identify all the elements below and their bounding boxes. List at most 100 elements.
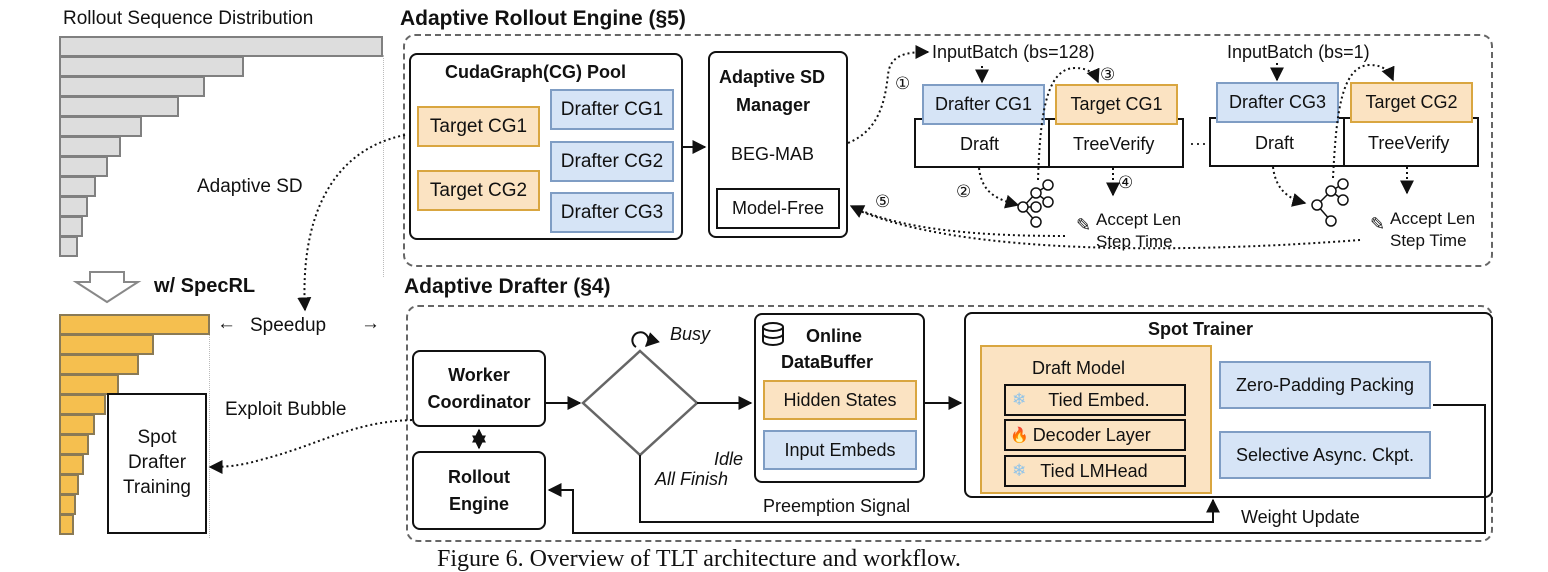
tied-embed-label: Tied Embed. [1048, 389, 1150, 410]
busy-label: Busy [670, 324, 711, 344]
draft-model-title: Draft Model [1032, 358, 1126, 378]
worker-coordinator: Worker Coordinator [412, 350, 546, 427]
pipeline-a-target: Target CG1 [1055, 84, 1178, 125]
baseline-bar [59, 216, 83, 237]
rollout-engine-line2: Engine [448, 493, 509, 514]
selective-async-ckpt: Selective Async. Ckpt. [1219, 431, 1431, 479]
step-5-marker: ⑤ [875, 192, 891, 211]
idle-label: Idle [714, 449, 744, 469]
spot-drafter-training-box: Spot Drafter Training [107, 393, 207, 534]
input-batch-b: InputBatch (bs=1) [1227, 42, 1370, 62]
draft-layer-tied-embed: ❄ Tied Embed. [1004, 384, 1186, 416]
worker-coordinator-line2: Coordinator [427, 391, 531, 412]
snowflake-icon: ❄ [1012, 390, 1027, 409]
decoder-layer-label: Decoder Layer [1032, 424, 1151, 445]
baseline-bar [59, 176, 96, 197]
speedup-right-arrow-icon: → [361, 313, 380, 334]
baseline-bar [59, 136, 121, 157]
ellipsis: ··· [1189, 133, 1207, 153]
specrl-bar [59, 474, 79, 495]
step-time-a: Step Time [1096, 232, 1173, 251]
sd-manager-title-line1: Adaptive SD [719, 67, 826, 87]
verify-stage-a: TreeVerify [1073, 134, 1155, 154]
step-4-marker: ④ [1118, 173, 1134, 192]
adaptive-drafter-title: Adaptive Drafter (§4) [404, 275, 611, 298]
speedup-left-arrow-icon: ← [217, 313, 236, 334]
draft-stage-b-box [1209, 117, 1345, 167]
figure-caption: Figure 6. Overview of TLT architecture a… [437, 546, 961, 572]
specrl-bar [59, 374, 119, 395]
target-cg1: Target CG1 [417, 106, 540, 147]
specrl-bar [59, 314, 210, 335]
cg-pool-title: CudaGraph(CG) Pool [445, 62, 626, 82]
drafter-cg1: Drafter CG1 [550, 89, 674, 130]
baseline-guide-line [383, 55, 384, 277]
speedup-label: Speedup [250, 315, 327, 336]
baseline-bar [59, 36, 383, 57]
rollout-engine-line1: Rollout [448, 467, 510, 488]
step-1-marker: ① [895, 74, 911, 93]
spot-trainer-title: Spot Trainer [1148, 319, 1254, 339]
zero-padding-packing: Zero-Padding Packing [1219, 361, 1431, 409]
databuffer-title-line1: Online [806, 326, 863, 346]
baseline-bar [59, 236, 78, 257]
drafter-cg3: Drafter CG3 [550, 192, 674, 233]
sd-manager-title-line2: Manager [736, 95, 811, 115]
step-3-marker: ③ [1100, 65, 1116, 84]
input-batch-a: InputBatch (bs=128) [932, 42, 1095, 62]
specrl-bar [59, 414, 95, 435]
specrl-bar [59, 334, 154, 355]
exploit-bubble-label: Exploit Bubble [225, 399, 347, 420]
spot-training-line3: Training [123, 476, 191, 498]
baseline-bar [59, 156, 108, 177]
step-time-b: Step Time [1390, 231, 1467, 250]
baseline-bar [59, 96, 179, 117]
baseline-bar [59, 56, 244, 77]
with-specrl-label: w/ SpecRL [154, 275, 256, 297]
database-icon [762, 322, 784, 346]
adaptive-sd-label: Adaptive SD [197, 176, 303, 197]
verify-stage-b: TreeVerify [1368, 133, 1450, 153]
rollout-engine-title: Adaptive Rollout Engine (§5) [400, 7, 686, 30]
draft-stage-a: Draft [960, 134, 1000, 154]
tied-lmhead-label: Tied LMHead [1040, 460, 1148, 481]
specrl-bar [59, 354, 139, 375]
rollout-engine-box: Rollout Engine [412, 451, 546, 530]
worker-coordinator-line1: Worker [448, 365, 510, 386]
baseline-bar [59, 196, 88, 217]
exploit-bubble-path [208, 419, 413, 474]
specrl-bar [59, 494, 76, 515]
accept-len-a: Accept Len [1096, 210, 1182, 229]
specrl-bar [59, 514, 74, 535]
preemption-signal-label: Preemption Signal [763, 496, 911, 516]
pipeline-b-target: Target CG2 [1350, 82, 1473, 123]
spot-training-line2: Drafter [127, 452, 187, 474]
draft-layer-tied-lmhead: ❄ Tied LMHead [1004, 455, 1186, 487]
beg-mab-label: BEG-MAB [731, 144, 815, 164]
rollout-distribution-title: Rollout Sequence Distribution [63, 8, 314, 29]
model-free-box: Model-Free [716, 188, 840, 229]
worker-state-line2: State [617, 405, 662, 425]
step-2-marker: ② [956, 182, 972, 201]
weight-update-label: Weight Update [1241, 507, 1360, 527]
adaptive-sd-path [297, 134, 406, 312]
snowflake-icon: ❄ [1012, 461, 1027, 480]
specrl-bar [59, 454, 84, 475]
worker-state-line1: Worker [609, 379, 671, 400]
accept-len-b: Accept Len [1390, 209, 1476, 228]
baseline-bar [59, 116, 142, 137]
worker-state-label: Worker State [600, 375, 680, 431]
pencil-icon: ✎ [1076, 215, 1092, 235]
down-arrow-icon [72, 271, 142, 304]
input-embeds: Input Embeds [763, 430, 917, 470]
pipeline-b-drafter: Drafter CG3 [1216, 82, 1339, 123]
databuffer-title-line2: DataBuffer [781, 352, 874, 372]
pipeline-a-drafter: Drafter CG1 [922, 84, 1045, 125]
all-finish-label: All Finish [655, 469, 729, 489]
spot-training-line1: Spot [137, 427, 177, 449]
hidden-states: Hidden States [763, 380, 917, 420]
draft-stage-b: Draft [1255, 133, 1295, 153]
specrl-bar [59, 434, 89, 455]
pencil-icon: ✎ [1370, 214, 1386, 234]
target-cg2: Target CG2 [417, 170, 540, 211]
